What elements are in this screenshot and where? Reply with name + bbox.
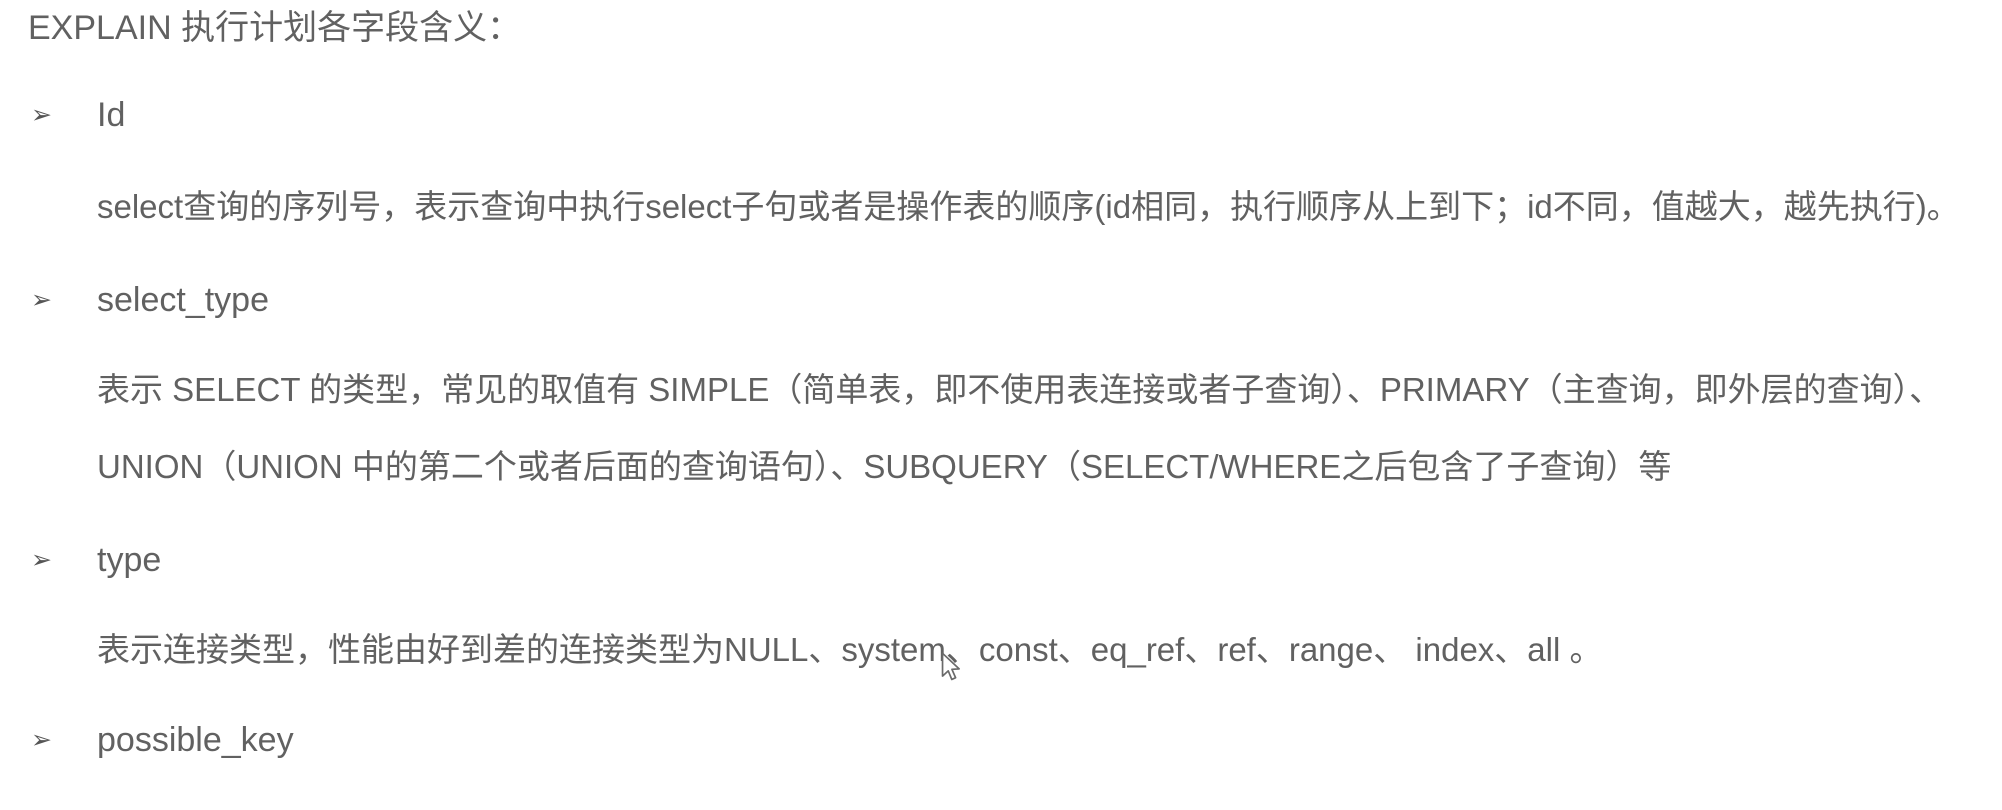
arrow-bullet-icon: ➢: [31, 100, 52, 129]
term-description-select-type: 表示 SELECT 的类型，常见的取值有 SIMPLE（简单表，即不使用表连接或…: [97, 371, 1943, 485]
term-label-select-type: select_type: [97, 280, 269, 319]
arrow-bullet-icon: ➢: [31, 725, 52, 754]
term-description-id: select查询的序列号，表示查询中执行select子句或者是操作表的顺序(id…: [97, 188, 1960, 225]
term-label-id: Id: [97, 95, 126, 134]
list-item-select-type: ➢ select_type: [31, 277, 269, 323]
page-title: EXPLAIN 执行计划各字段含义：: [28, 9, 522, 47]
arrow-bullet-icon: ➢: [31, 285, 52, 314]
term-label-type: type: [97, 540, 162, 579]
term-description-type: 表示连接类型，性能由好到差的连接类型为NULL、system、const、eq_…: [97, 631, 1603, 668]
list-item-type: ➢ type: [31, 537, 161, 583]
arrow-bullet-icon: ➢: [31, 545, 52, 574]
term-label-possible-key: possible_key: [97, 720, 294, 759]
list-item-possible-key: ➢ possible_key: [31, 717, 294, 763]
list-item-id: ➢ Id: [31, 92, 125, 138]
